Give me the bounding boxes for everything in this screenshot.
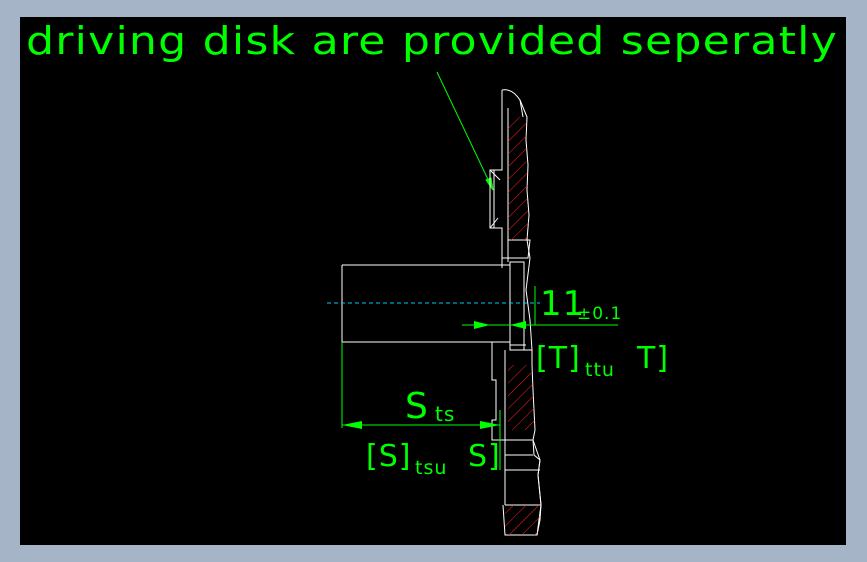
- dim-stroke-sub-open: [S]: [366, 439, 411, 474]
- dim-stroke-main: S: [405, 386, 429, 427]
- note-leader: [436, 71, 494, 191]
- dim-width-sub-index: ttu: [585, 359, 615, 381]
- dim-width-sub-open: [T]: [536, 341, 581, 376]
- dimension-width: 11 ±0.1 [T] ttu T]: [462, 284, 669, 381]
- hatch-sections: [505, 117, 541, 535]
- dimension-stroke: S ts [S] tsu S]: [341, 342, 501, 479]
- cad-drawing: driving disk are provided seperatly: [26, 19, 838, 536]
- dim-width-sub-close: T]: [636, 341, 669, 376]
- break-line: [519, 99, 542, 536]
- dim-stroke-sub-close: S]: [468, 439, 501, 474]
- dim-width-value: 11: [540, 284, 585, 324]
- dim-width-tolerance: ±0.1: [577, 304, 622, 324]
- dim-stroke-main-index: ts: [435, 402, 455, 426]
- note-driving-disk: driving disk are provided seperatly: [26, 19, 838, 63]
- dim-stroke-sub-index: tsu: [415, 457, 447, 479]
- cad-viewport[interactable]: driving disk are provided seperatly: [20, 17, 846, 545]
